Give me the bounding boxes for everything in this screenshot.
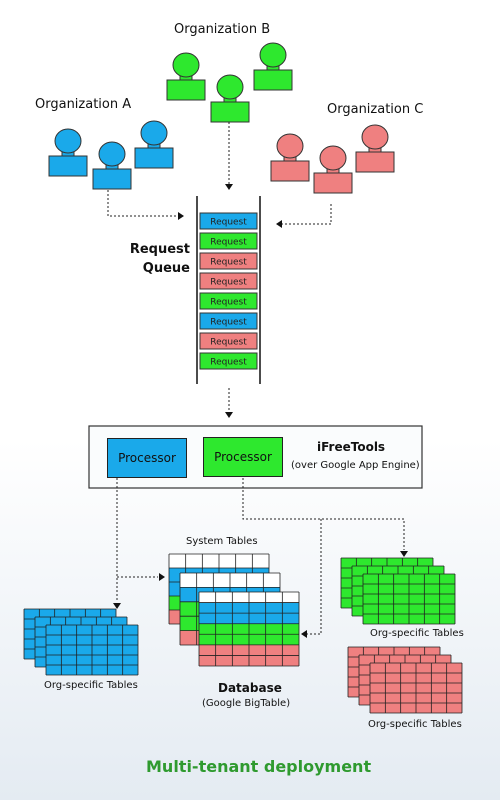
request-queue-label-line1: Request <box>129 242 190 257</box>
system-table-3 <box>198 591 300 667</box>
arrow-org-a-to-queue <box>107 190 178 217</box>
svg-text:Request: Request <box>210 218 247 228</box>
arrow-head-pb-org <box>400 551 408 557</box>
user-icon-a3 <box>92 141 132 190</box>
org-tables-label-a: Org-specific Tables <box>44 680 138 691</box>
org-c-label: Organization C <box>327 102 424 117</box>
svg-text:Request: Request <box>210 338 247 348</box>
user-icon-c1 <box>270 133 310 182</box>
org-a-label: Organization A <box>35 97 132 112</box>
arrow-org-c-to-queue <box>282 204 332 225</box>
user-icon-c3 <box>313 145 353 194</box>
queue-request-item: Request <box>199 272 258 290</box>
user-icon-a1 <box>48 128 88 177</box>
database-label: Database <box>218 681 282 695</box>
svg-text:Request: Request <box>210 358 247 368</box>
org-b-label: Organization B <box>174 22 271 37</box>
user-icon-b1 <box>166 52 206 101</box>
user-icon-b2 <box>253 42 293 91</box>
arrow-processor-b-to-org-b <box>242 478 405 550</box>
user-icon-a2 <box>134 120 174 169</box>
arrow-head-b <box>225 184 233 190</box>
arrow-head-a <box>178 212 184 220</box>
request-queue-label: Request Queue <box>110 240 190 278</box>
org-tables-b <box>362 573 456 625</box>
arrow-head-pa-org <box>113 603 121 609</box>
svg-text:Request: Request <box>210 278 247 288</box>
arrow-head-c <box>276 220 282 228</box>
database-subtitle: (Google BigTable) <box>202 698 291 709</box>
diagram-caption: Multi-tenant deployment <box>146 757 372 776</box>
arrow-head-pa-sys <box>159 573 165 581</box>
svg-text:Request: Request <box>210 258 247 268</box>
user-icon-c2 <box>355 124 395 173</box>
org-tables-a <box>45 624 139 676</box>
queue-request-item: Request <box>199 252 258 270</box>
queue-request-item: Request <box>199 212 258 230</box>
org-tables-c <box>369 662 463 714</box>
org-tables-label-b: Org-specific Tables <box>370 628 464 639</box>
request-queue-label-line2: Queue <box>142 261 190 276</box>
queue-request-item: Request <box>199 232 258 250</box>
processor-a: Processor <box>107 438 187 478</box>
platform-subtitle: (over Google App Engine) <box>291 460 420 471</box>
svg-text:Request: Request <box>210 318 247 328</box>
platform-name: iFreeTools <box>317 440 386 454</box>
system-tables-label: System Tables <box>186 536 258 547</box>
queue-request-item: Request <box>199 312 258 330</box>
arrow-processor-b-to-system <box>307 519 322 635</box>
processor-b: Processor <box>203 437 283 477</box>
svg-text:Request: Request <box>210 298 247 308</box>
org-tables-label-c: Org-specific Tables <box>368 719 462 730</box>
arrow-head-queue <box>225 412 233 418</box>
queue-request-item: Request <box>199 332 258 350</box>
svg-text:Request: Request <box>210 238 247 248</box>
arrow-head-pb-sys <box>301 630 307 638</box>
user-icon-b3 <box>210 74 250 123</box>
queue-request-item: Request <box>199 352 258 370</box>
queue-request-item: Request <box>199 292 258 310</box>
